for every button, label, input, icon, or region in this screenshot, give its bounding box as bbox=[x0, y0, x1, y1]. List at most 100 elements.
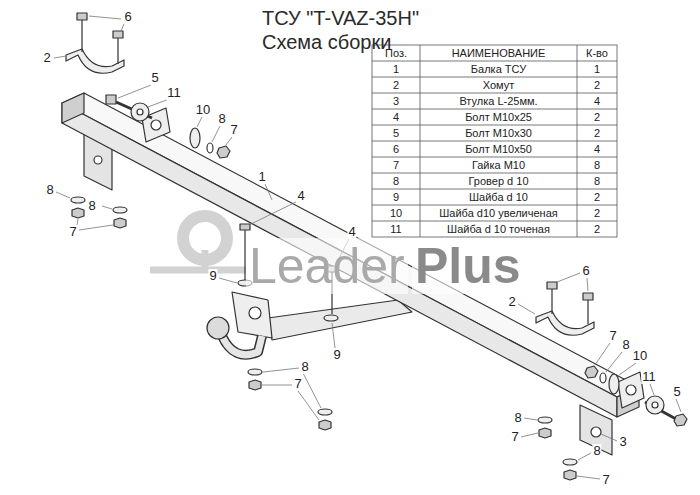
tow-bar-drawing-shape bbox=[318, 409, 332, 415]
callout-number: 7 bbox=[293, 377, 302, 391]
tow-bar-drawing-shape bbox=[249, 380, 261, 390]
tow-bar-drawing-shape bbox=[113, 31, 123, 38]
leader-lines-shape bbox=[219, 278, 237, 283]
tow-bar-drawing-shape bbox=[82, 20, 118, 64]
table-cell: 8 bbox=[577, 157, 617, 173]
callout-number: 7 bbox=[608, 329, 617, 343]
tow-bar-drawing-shape bbox=[591, 427, 601, 437]
table-cell: Шайба d 10 bbox=[420, 189, 577, 205]
tow-bar-drawing-shape bbox=[324, 315, 338, 321]
table-cell: Хомут bbox=[420, 77, 577, 93]
tow-bar-drawing-shape bbox=[114, 218, 126, 228]
leader-lines-shape bbox=[595, 343, 610, 365]
table-cell: НАИМЕНОВАНИЕ bbox=[420, 45, 577, 61]
leader-lines-shape bbox=[197, 117, 202, 127]
table-cell: 2 bbox=[577, 109, 617, 125]
tow-bar-drawing-shape bbox=[646, 396, 664, 414]
leader-lines-shape bbox=[251, 202, 296, 224]
leader-lines-shape bbox=[518, 304, 535, 314]
callout-number: 9 bbox=[332, 348, 341, 362]
tow-bar-drawing-shape bbox=[585, 366, 598, 378]
callout-number: 6 bbox=[581, 264, 590, 278]
callout-number: 2 bbox=[507, 295, 516, 309]
watermark-text: Plus bbox=[412, 238, 524, 294]
leader-lines-shape bbox=[148, 99, 169, 107]
table-cell: Шайба d 10 точеная bbox=[420, 221, 577, 237]
callout-number: 7 bbox=[229, 123, 238, 137]
leader-lines bbox=[54, 16, 681, 479]
callout-number: 11 bbox=[166, 86, 182, 100]
tow-bar-drawing-shape bbox=[190, 128, 200, 148]
parts-table-grid-shape bbox=[372, 45, 617, 237]
tow-bar-drawing bbox=[62, 13, 687, 480]
tow-bar-drawing-shape bbox=[113, 207, 127, 213]
table-cell: 8 bbox=[577, 173, 617, 189]
leader-lines-shape bbox=[606, 352, 622, 372]
leader-lines-shape bbox=[54, 56, 66, 58]
leader-lines-shape bbox=[577, 476, 600, 479]
leader-lines-shape bbox=[56, 192, 70, 198]
tow-bar-drawing-shape bbox=[538, 417, 552, 423]
leader-lines-shape bbox=[262, 385, 319, 420]
callout-number: 6 bbox=[123, 10, 132, 24]
parts-table-grid bbox=[372, 45, 617, 237]
tow-bar-drawing-shape bbox=[207, 317, 229, 339]
tow-bar-drawing-shape bbox=[232, 292, 272, 338]
table-cell: 9 bbox=[372, 189, 420, 205]
callout-number: 8 bbox=[621, 338, 630, 352]
tow-bar-drawing-shape bbox=[564, 470, 576, 480]
callout-number: 8 bbox=[217, 112, 226, 126]
tow-bar-drawing-shape bbox=[626, 385, 636, 395]
tow-bar-drawing-shape bbox=[207, 143, 213, 153]
callout-number: 9 bbox=[208, 269, 217, 283]
table-cell: 2 bbox=[577, 221, 617, 237]
watermark-logo-shape bbox=[150, 267, 246, 274]
tow-bar-drawing-shape bbox=[618, 372, 644, 408]
callout-number: 8 bbox=[592, 444, 601, 458]
tow-bar-drawing-shape bbox=[319, 420, 331, 430]
tow-bar-drawing-shape bbox=[583, 293, 593, 300]
callout-number: 10 bbox=[195, 103, 211, 117]
table-cell: 4 bbox=[577, 93, 617, 109]
leader-lines-shape bbox=[102, 206, 112, 209]
table-cell: 4 bbox=[372, 109, 420, 125]
table-cell: 2 bbox=[577, 205, 617, 221]
callout-number: 8 bbox=[87, 199, 96, 213]
leader-lines-shape bbox=[226, 137, 232, 145]
tow-bar-drawing-shape bbox=[222, 336, 262, 355]
tow-bar-drawing-shape bbox=[94, 156, 102, 164]
tow-bar-drawing-shape bbox=[151, 120, 161, 130]
callout-number: 8 bbox=[300, 360, 309, 374]
callout-number: 10 bbox=[632, 349, 648, 363]
watermark-text: Leader bbox=[246, 238, 408, 294]
table-cell: 2 bbox=[372, 77, 420, 93]
tow-bar-drawing-shape bbox=[652, 402, 658, 408]
callout-number: 4 bbox=[347, 225, 356, 239]
tow-bar-drawing-shape bbox=[62, 93, 639, 397]
diagram-title: ТСУ "T-VAZ-35H" Схема сборки bbox=[262, 6, 444, 54]
table-cell: 8 bbox=[372, 173, 420, 189]
leader-lines-shape bbox=[619, 363, 636, 375]
table-cell: 7 bbox=[372, 157, 420, 173]
leader-lines-shape bbox=[676, 399, 681, 412]
callout-number: 11 bbox=[641, 370, 657, 384]
callout-number: 8 bbox=[513, 411, 522, 425]
leader-lines-shape bbox=[650, 384, 654, 395]
table-cell: 1 bbox=[372, 61, 420, 77]
parts-table-grid-shape bbox=[372, 45, 617, 237]
tow-bar-drawing-shape bbox=[222, 336, 262, 355]
table-cell: Шайба d10 увеличеная bbox=[420, 205, 577, 221]
table-cell: Поз. bbox=[372, 45, 420, 61]
callout-number: 2 bbox=[42, 51, 51, 65]
callout-number: 5 bbox=[150, 71, 159, 85]
tow-bar-drawing-shape bbox=[72, 208, 84, 218]
table-cell: Втулка L-25мм. bbox=[420, 93, 577, 109]
tow-bar-drawing-shape bbox=[66, 49, 124, 73]
leader-lines-shape bbox=[521, 433, 538, 437]
table-cell: 2 bbox=[577, 77, 617, 93]
callout-number: 4 bbox=[296, 189, 305, 203]
leader-lines-shape bbox=[265, 184, 272, 200]
table-cell: 1 bbox=[577, 61, 617, 77]
leader-lines-shape bbox=[578, 453, 591, 460]
